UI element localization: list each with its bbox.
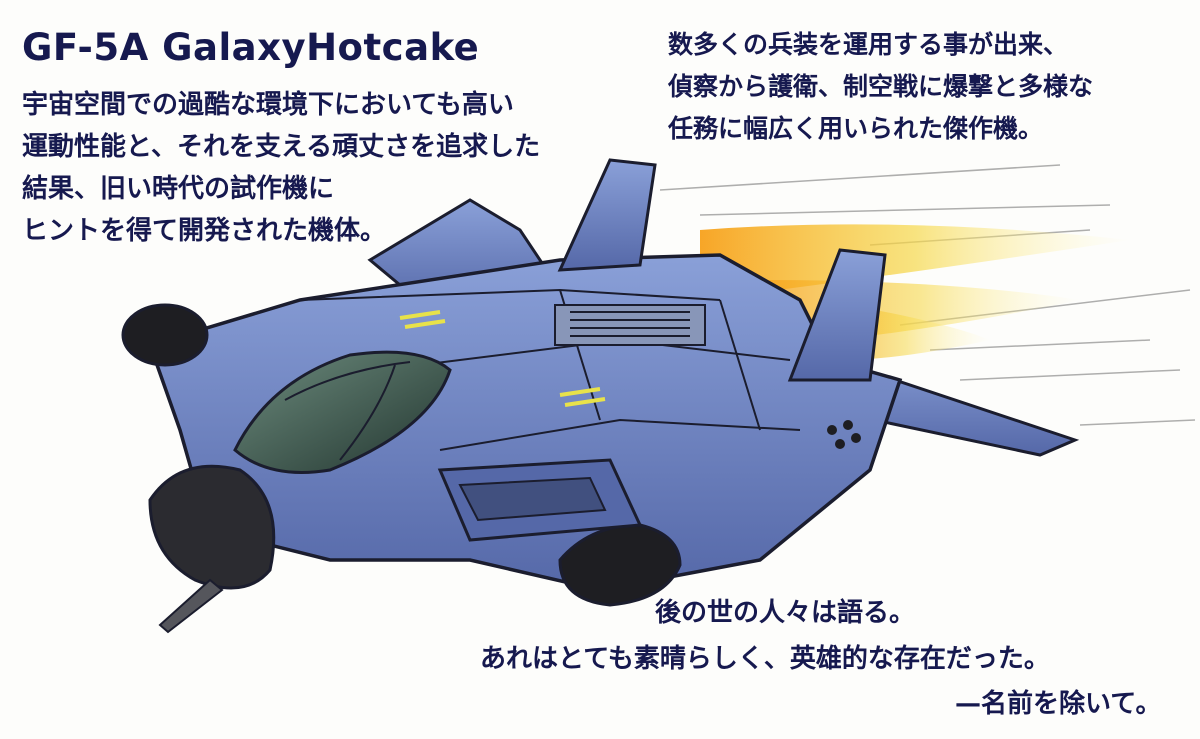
description-right-line: 偵察から護衛、制空戦に爆撃と多様な [668,72,1094,101]
description-left-line: 宇宙空間での過酷な環境下においても高い [22,90,514,120]
left-engine-pod [121,303,209,367]
description-left-line: 結果、旧い時代の試作機に [22,174,335,204]
closing-line: —名前を除いて。 [955,689,1162,719]
nose-gun [158,578,224,634]
description-left-line: 運動性能と、それを支える頑丈さを追求した [22,132,541,162]
page-title: GF-5A GalaxyHotcake [22,26,480,69]
side-vents [827,420,861,449]
right-tail-fin [787,248,887,382]
canopy-frame [284,361,411,461]
intake-markers [399,310,606,407]
pod-intake-grill [458,476,607,522]
closing-line: 後の世の人々は語る。 [655,598,916,628]
cockpit-canopy [233,350,452,474]
nose-cone [148,464,276,590]
description-left-line: ヒントを得て開発された機体。 [22,216,387,246]
left-tail-fin [557,158,657,272]
hull-panel-lines [299,288,801,451]
description-left: 宇宙空間での過酷な環境下においても高い 運動性能と、それを支える頑丈さを追求した… [22,84,540,252]
description-right-line: 数多くの兵装を運用する事が出来、 [668,30,1069,59]
description-right-line: 任務に幅広く用いられた傑作機。 [668,114,1044,143]
description-right: 数多くの兵装を運用する事が出来、 偵察から護衛、制空戦に爆撃と多様な 任務に幅広… [668,24,1093,150]
closing-line: あれはとても素晴らしく、英雄的な存在だった。 [480,644,1050,674]
